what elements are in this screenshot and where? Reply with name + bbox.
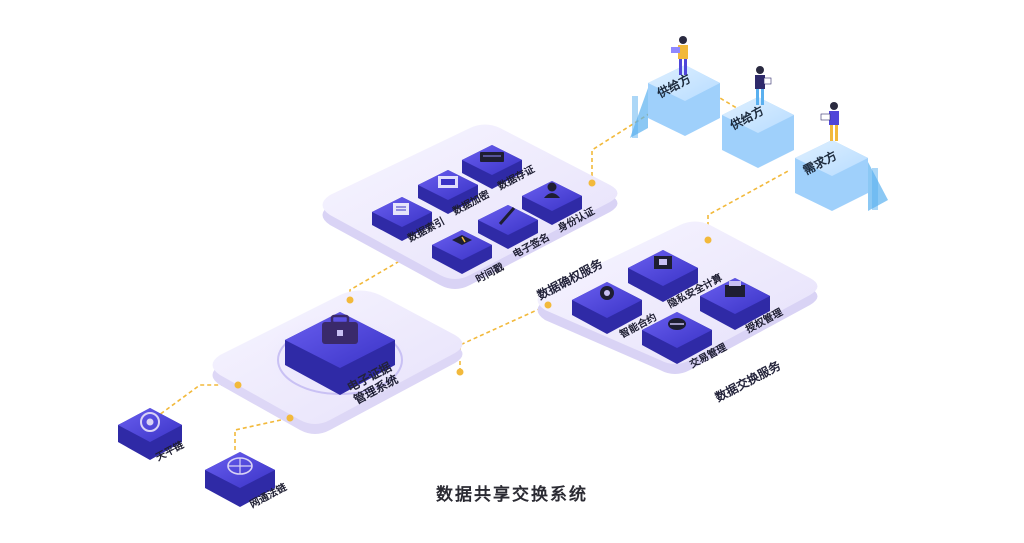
connector-wangtong	[235, 418, 290, 450]
chain-tianping[interactable]: 天平链	[118, 408, 187, 464]
index-icon	[393, 203, 409, 215]
connector-tianping	[155, 385, 238, 418]
person-icon	[755, 66, 771, 105]
coin-icon	[668, 318, 686, 330]
person-icon	[671, 36, 688, 75]
stairs-icon	[630, 88, 648, 138]
badge-icon	[600, 286, 614, 300]
exchange-service-label: 数据交换服务	[712, 357, 783, 405]
role-supplier-2[interactable]: 供给方	[722, 66, 794, 168]
role-supplier-1[interactable]: 供给方	[630, 36, 720, 138]
lock-icon	[438, 176, 458, 188]
diagram-caption: 数据共享交换系统	[0, 480, 1024, 505]
connector-demander	[708, 170, 790, 240]
person-icon	[821, 102, 839, 141]
role-demander[interactable]: 需求方	[795, 102, 888, 211]
chip-icon	[654, 256, 672, 269]
stairs-icon	[868, 162, 888, 211]
connector-exchange	[460, 305, 548, 372]
keyboard-icon	[480, 152, 504, 162]
globe-icon	[228, 458, 252, 474]
